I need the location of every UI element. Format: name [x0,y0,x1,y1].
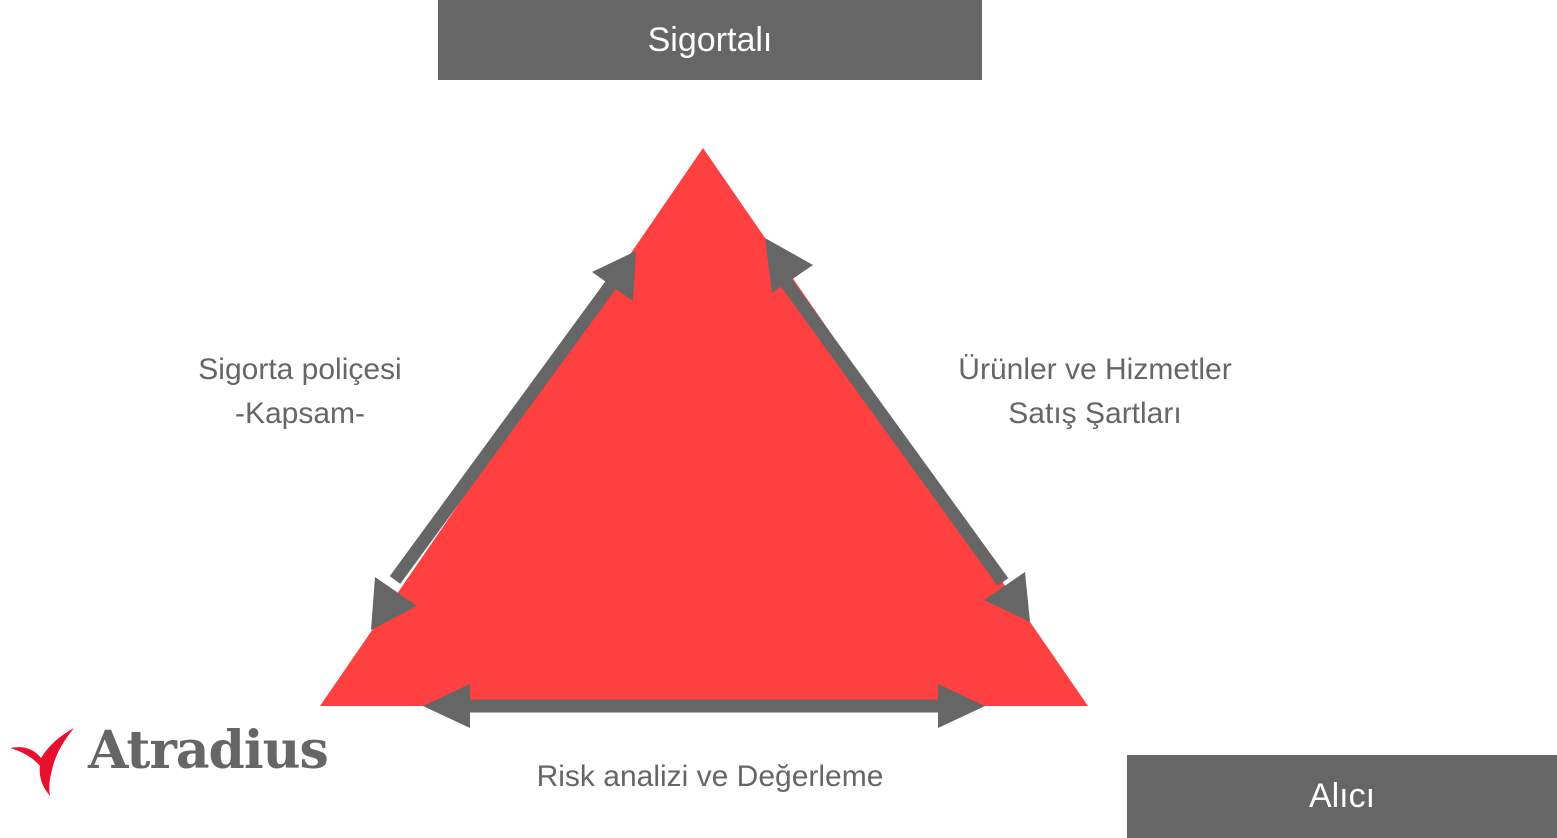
edge-label-bottom: Risk analizi ve Değerleme [440,755,980,799]
atradius-logo-icon [10,728,74,796]
edge-label-left-line1: Sigorta poliçesi [198,353,402,386]
node-sigortali: Sigortalı [438,0,982,80]
edge-label-right-line2: Satış Şartları [1008,397,1182,430]
central-triangle [320,148,1088,706]
node-alici: Alıcı [1127,755,1557,838]
edge-label-bottom-text: Risk analizi ve Değerleme [536,760,884,793]
edge-label-right-line1: Ürünler ve Hizmetler [958,353,1232,386]
arrow-left [371,251,636,630]
atradius-logo: Atradius [8,718,329,798]
node-sigortali-label: Sigortalı [647,20,773,59]
atradius-logo-text: Atradius [88,720,329,781]
edge-label-right: Ürünler ve Hizmetler Satış Şartları [905,348,1285,436]
node-alici-label: Alıcı [1308,777,1376,815]
arrow-right [765,238,1030,622]
edge-label-left: Sigorta poliçesi -Kapsam- [140,348,460,436]
arrow-bottom [423,684,985,728]
edge-label-left-line2: -Kapsam- [234,397,366,430]
